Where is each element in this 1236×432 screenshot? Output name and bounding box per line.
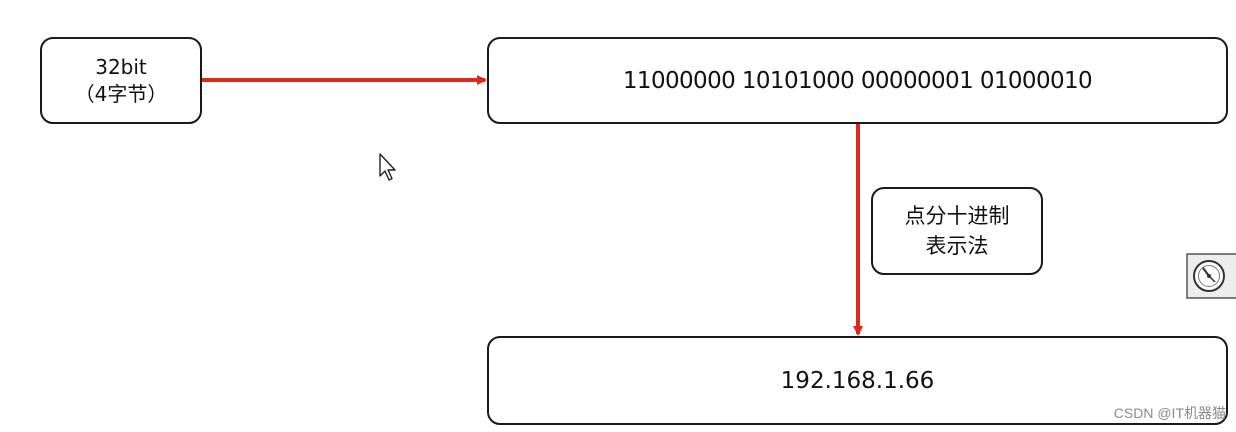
decimal-value: 192.168.1.66 [780,367,935,394]
mouse-pointer-icon [379,153,396,181]
binary-value: 11000000 10101000 00000001 01000010 [622,67,1093,94]
binary-box: 11000000 10101000 00000001 01000010 [487,37,1228,124]
decimal-box: 192.168.1.66 [487,336,1228,425]
size-box-bytes: （4字节） [74,81,168,106]
notation-label-box: 点分十进制 表示法 [871,187,1043,275]
watermark-text: CSDN @IT机器猫 [1113,405,1226,421]
notation-label-line1: 点分十进制 [904,204,1010,228]
notation-label-line2: 表示法 [925,234,989,258]
size-box: 32bit （4字节） [40,37,202,124]
size-box-bits: 32bit [95,54,147,79]
speedometer-icon[interactable] [1186,253,1236,299]
